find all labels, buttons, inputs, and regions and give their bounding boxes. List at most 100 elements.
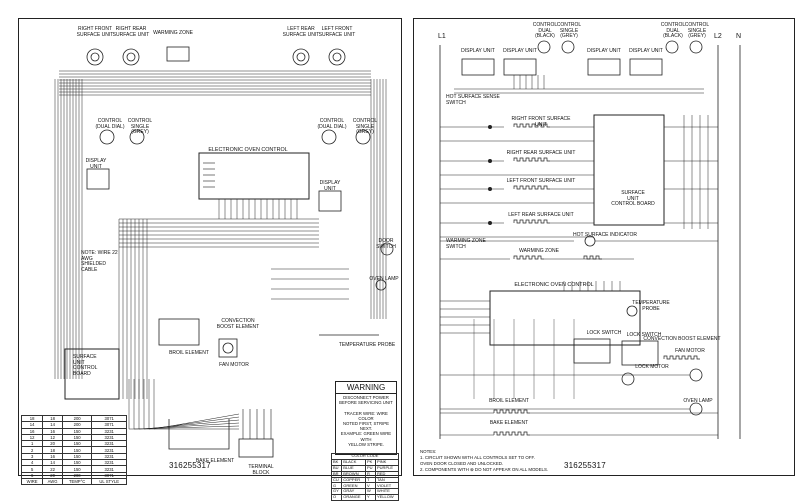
part-number-right: 316255317 — [564, 461, 606, 470]
burner-label-left-front: LEFT FRONT SURFACE UNIT — [318, 26, 356, 38]
convection-element-label: CONVECTION BOOST ELEMENT — [216, 318, 260, 330]
wire — [128, 379, 239, 430]
gauge-cell: 3231 — [91, 427, 127, 435]
fan-motor-symbol — [689, 368, 703, 382]
bake-element-coil — [493, 431, 530, 436]
gauge-cell: 3 — [20, 452, 44, 461]
warming-zone-switch-label: WARMING ZONE SWITCH — [446, 238, 486, 250]
display-unit-label-4: DISPLAY UNIT — [629, 48, 663, 54]
temperature-probe-label-right: TEMPERATURE PROBE — [632, 300, 670, 312]
color-code-cell: Y — [365, 494, 376, 501]
broil-element-coil — [493, 409, 530, 414]
gauge-cell: 12 — [20, 433, 44, 442]
control-knob — [561, 40, 575, 54]
gauge-header-cell: AWG — [42, 477, 63, 486]
display-unit-label-1: DISPLAY UNIT — [461, 48, 495, 54]
gauge-header-cell: UL STYLE — [91, 477, 127, 486]
oven-lamp-label: OVEN LAMP — [369, 276, 399, 282]
note-line-2: OVEN DOOR CLOSED AND UNLOCKED. — [420, 461, 504, 466]
color-code-cell: YELLOW — [375, 494, 399, 501]
wire — [133, 379, 240, 430]
switch-contact — [488, 187, 492, 191]
burner-label-right-rear: RIGHT REAR SURFACE UNIT — [112, 26, 150, 38]
oven-lamp-label-right: OVEN LAMP — [683, 398, 713, 404]
control-knob — [689, 40, 703, 54]
electronic-oven-control-label-right: ELECTRONIC OVEN CONTROL — [514, 282, 594, 288]
control-label-2: CONTROL SINGLE (GREY) — [556, 22, 582, 39]
burner-symbol-inner — [296, 52, 306, 62]
gauge-cell: 3071 — [91, 414, 127, 423]
color-code-cell: ORANGE — [341, 494, 366, 501]
warning-body: DISCONNECT POWER BEFORE SERVICING UNIT T… — [339, 395, 393, 447]
gauge-cell: 3231 — [91, 459, 127, 467]
ladder-label-lf: LEFT FRONT SURFACE UNIT — [506, 178, 576, 184]
display-unit-box — [318, 190, 342, 212]
control-knob — [355, 129, 371, 145]
notes-block: NOTES: 1. CIRCUIT SHOWN WITH ALL CONTROL… — [420, 449, 560, 473]
part-number-left: 316255317 — [169, 461, 211, 470]
warning-title: WARNING — [336, 382, 396, 394]
burner-label-right-front: RIGHT FRONT SURFACE UNIT — [76, 26, 114, 38]
surface-unit-coil — [513, 219, 550, 224]
gauge-header-cell: WIRE — [20, 477, 44, 486]
bake-element-label-right: BAKE ELEMENT — [489, 420, 529, 426]
lock-switch-label-2: LOCK SWITCH — [626, 332, 662, 338]
terminal-block-symbol — [238, 438, 274, 458]
control-label-1: CONTROL DUAL (BLACK) — [532, 22, 558, 39]
schematic-lines — [439, 40, 741, 439]
ladder-label-lr: LEFT REAR SURFACE UNIT — [508, 212, 574, 218]
oven-lamp-symbol — [375, 279, 387, 291]
electronic-oven-control-box — [489, 290, 641, 346]
wiring-lines — [54, 46, 394, 458]
lock-switch-box-2 — [621, 340, 659, 366]
control-knob — [321, 129, 337, 145]
gauge-cell: 18 — [20, 414, 44, 423]
ladder-label-hot-sense: HOT SURFACE SENSE SWITCH — [446, 94, 500, 106]
gauge-cell: 14 — [20, 421, 44, 429]
burner-symbol-inner — [126, 52, 136, 62]
color-code-cell: O — [330, 494, 343, 501]
warming-zone-label: WARMING ZONE — [153, 30, 193, 36]
ladder-label-rr: RIGHT REAR SURFACE UNIT — [506, 150, 576, 156]
burner-symbol-inner — [332, 52, 342, 62]
convection-element-label-right: CONVECTION BOOST ELEMENT — [643, 336, 721, 342]
surface-control-board-box — [64, 348, 120, 400]
display-unit-label-2: DISPLAY UNIT — [503, 48, 537, 54]
broil-element-label: BROIL ELEMENT — [169, 350, 209, 356]
surface-unit-coil — [513, 157, 550, 162]
warming-zone-label-right: WARMING ZONE — [519, 248, 559, 254]
rail-l2-label: L2 — [714, 33, 722, 40]
control-dual-label: CONTROL (DUAL DIAL) — [95, 118, 125, 130]
display-unit-label-right: DISPLAY UNIT — [319, 180, 341, 192]
display-unit-box — [503, 58, 537, 76]
electronic-oven-control-label: ELECTRONIC OVEN CONTROL — [208, 147, 288, 153]
shielded-cable-note: NOTE: WIRE 22 AWG SHIELDED CABLE — [81, 250, 118, 273]
switch-contact — [488, 159, 492, 163]
lock-motor-label: LOCK MOTOR — [635, 364, 669, 370]
control-knob — [99, 129, 115, 145]
control-label-4: CONTROL SINGLE (GREY) — [684, 22, 710, 39]
ladder-label-rf: RIGHT FRONT SURFACE UNIT — [511, 116, 571, 128]
wire — [143, 379, 240, 430]
electronic-oven-control-box — [198, 152, 310, 200]
notes-title: NOTES: — [420, 449, 437, 454]
lock-switch-label: LOCK SWITCH — [586, 330, 622, 336]
warming-zone-symbol — [166, 46, 190, 62]
door-switch-symbol — [380, 242, 394, 256]
control-label-3: CONTROL DUAL (BLACK) — [660, 22, 686, 39]
display-unit-label: DISPLAY UNIT — [85, 158, 107, 170]
display-unit-box — [86, 168, 110, 190]
surface-control-board-box — [593, 114, 665, 226]
broil-element-symbol — [158, 318, 200, 346]
note-line-1: 1. CIRCUIT SHOWN WITH ALL CONTROLS SET T… — [420, 455, 535, 460]
gauge-cell: 6 — [20, 471, 44, 479]
burner-symbol — [86, 48, 104, 66]
